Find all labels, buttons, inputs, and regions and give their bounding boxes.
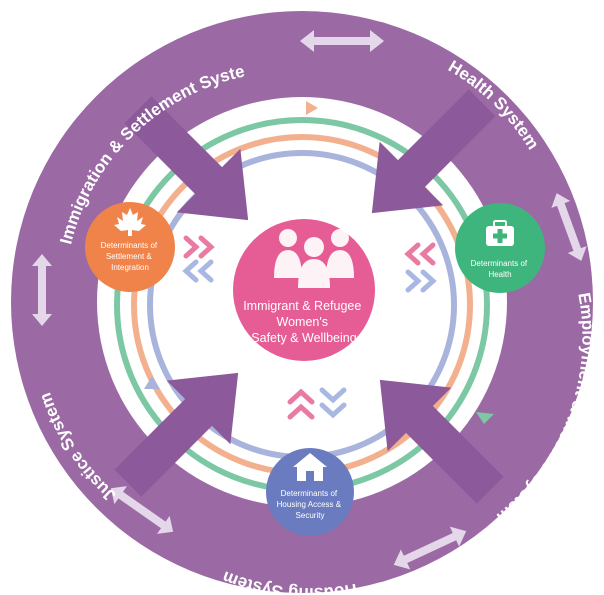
orbit-arrowhead-left	[144, 376, 160, 389]
chevrons-health-in	[404, 242, 436, 266]
chevrons-health-out	[405, 269, 437, 293]
settlement-label-line1: Determinants of	[101, 241, 158, 250]
inbound-arrow-health	[371, 89, 496, 214]
first-aid-kit-icon	[486, 220, 514, 246]
chevrons-settlement-out	[182, 259, 214, 283]
orbit-arrowhead-top	[306, 101, 318, 115]
center-title-line1: Immigrant & Refugee	[243, 299, 361, 313]
people-group-icon	[274, 229, 354, 288]
housing-node	[266, 448, 354, 536]
exchange-arrow-left	[32, 254, 52, 326]
center-title-line2: Women's	[277, 315, 328, 329]
settlement-node	[85, 202, 175, 292]
housing-label: Determinants of Housing Access & Securit…	[277, 489, 344, 520]
maple-leaf-icon	[114, 208, 146, 236]
settlement-label-line3: Integration	[111, 263, 149, 272]
exchange-arrow-top	[300, 30, 384, 52]
chevrons-housing-up	[287, 388, 315, 420]
health-label: Determinants of Health	[471, 259, 530, 279]
inbound-arrow-justice	[114, 372, 239, 497]
housing-label-line1: Determinants of	[281, 489, 338, 498]
health-label-line1: Determinants of	[471, 259, 528, 268]
settlement-label: Determinants of Settlement & Integration	[101, 241, 160, 272]
health-label-line2: Health	[488, 270, 511, 279]
chevrons-housing-down	[319, 387, 347, 419]
housing-label-line3: Security	[296, 511, 325, 520]
health-node	[455, 203, 545, 293]
exchange-arrow-bottom-left	[110, 486, 174, 534]
exchange-arrow-right	[551, 193, 587, 261]
settlement-label-line2: Settlement &	[106, 252, 152, 261]
inbound-arrow-immigration	[124, 96, 249, 221]
exchange-arrow-bottom-right	[393, 526, 467, 570]
orbit-arrowhead-right	[476, 412, 494, 424]
house-icon	[293, 453, 327, 481]
inbound-arrow-employment	[379, 379, 504, 504]
center-title-line3: Safety & Wellbeing	[251, 331, 356, 345]
housing-label-line2: Housing Access &	[277, 500, 342, 509]
center-title: Immigrant & Refugee Women's Safety & Wel…	[243, 299, 365, 345]
chevrons-settlement-in	[183, 235, 215, 259]
